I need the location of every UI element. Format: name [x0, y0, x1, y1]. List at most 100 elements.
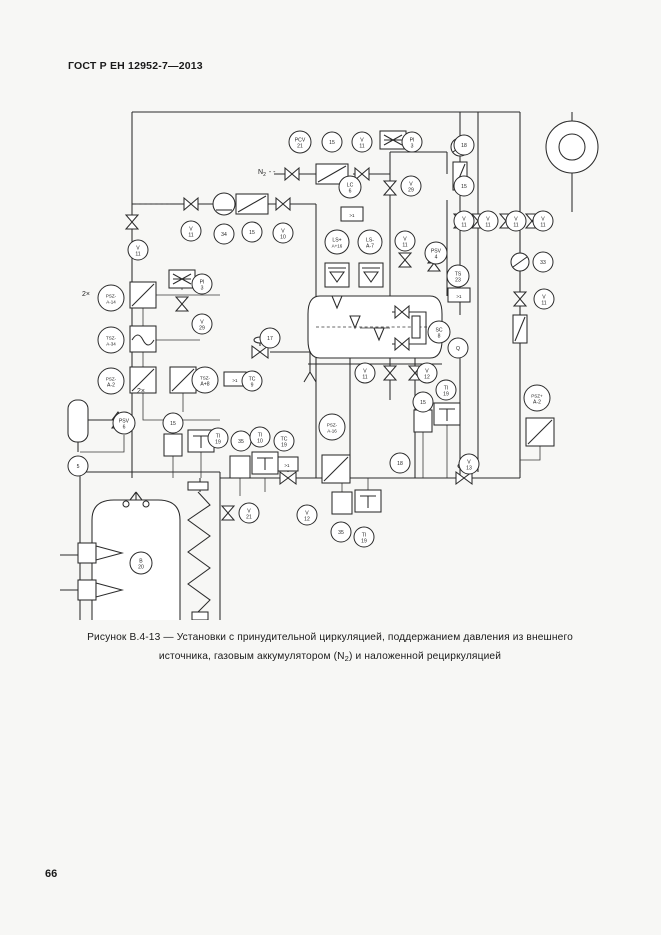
bubble-circle	[453, 134, 475, 156]
bubble-line-1: V	[189, 226, 193, 232]
bubble-circle	[330, 521, 352, 543]
bubble-line-1: TI	[258, 432, 263, 438]
bubble-line-1: SC	[435, 327, 442, 333]
bubble-circle	[238, 502, 260, 524]
valve-v11-d	[398, 252, 412, 268]
bubble-line-2: 10	[257, 438, 263, 444]
bubble-circle	[213, 223, 235, 245]
bubble-line-2: 19	[443, 391, 449, 397]
instrument-bubble-tag-18-a: 18	[453, 134, 475, 156]
bubble-circle	[458, 453, 480, 475]
bubble-circle	[505, 210, 527, 232]
bubble-line-2: A-34	[106, 341, 116, 346]
instrument-bubble-tag-5-vessel: 5	[67, 455, 89, 477]
bubble-line-1: PSV	[119, 418, 130, 424]
check-valve-33	[510, 252, 530, 272]
caption-line-1: Рисунок В.4-13 — Установки с принудитель…	[87, 632, 461, 643]
valve-v21	[221, 505, 235, 521]
bubble-circle	[354, 362, 376, 384]
bubble-circle	[416, 362, 438, 384]
bubble-circle	[296, 504, 318, 526]
instrument-bubble-v11-j: V11	[354, 362, 376, 384]
controller-psz-a2	[129, 366, 157, 394]
inline-label-n2-inlet: N2- -	[258, 169, 276, 178]
bubble-circle	[97, 326, 125, 354]
instrument-bubble-sc-8: SC8	[427, 320, 451, 344]
instrument-bubble-tsz-a8: TSZ-A+8	[191, 366, 219, 394]
caption-subscript: 2	[344, 654, 349, 663]
bubble-line-1: Q	[456, 346, 460, 352]
bubble-line-1: PI	[410, 137, 415, 143]
instrument-bubble-v11-c: V11	[127, 239, 149, 261]
bubble-line-1: 35	[238, 439, 244, 445]
bubble-line-2: 20	[138, 564, 144, 570]
bubble-circle	[241, 370, 263, 392]
bubble-line-2: 13	[466, 465, 472, 471]
inline-label-mult-2x-psv: 2×	[137, 388, 145, 395]
bubble-circle	[400, 175, 422, 197]
caption-line-2-pre: давления из внешнего источника, газовым …	[158, 632, 573, 662]
bubble-circle	[112, 411, 136, 435]
filter-right-b	[512, 314, 528, 344]
svg-text:>1: >1	[456, 294, 462, 299]
level-switch-box-7	[358, 262, 384, 288]
valve-v29-b	[175, 296, 189, 312]
bubble-line-1: 15	[170, 421, 176, 427]
bubble-line-1: PSZ-	[106, 293, 117, 298]
bubble-line-1: V	[409, 181, 413, 187]
instrument-bubble-v11-g: V11	[505, 210, 527, 232]
bubble-circle	[453, 210, 475, 232]
svg-text:>1: >1	[349, 213, 355, 218]
instrument-bubble-v11-b: V11	[180, 220, 202, 242]
bubble-line-1: V	[281, 228, 285, 234]
bubble-line-1: 15	[329, 140, 335, 146]
bubble-line-1: V	[467, 459, 471, 465]
instrument-bubble-lc-6: LC6	[338, 175, 362, 199]
instrument-bubble-ls-a16: LS+A+16	[324, 229, 350, 255]
instrument-bubble-v13: V13	[458, 453, 480, 475]
bubble-line-2: 11	[135, 251, 140, 257]
bubble-line-2: 11	[541, 300, 546, 306]
boiler-drum	[77, 491, 181, 620]
filter-hx-top	[235, 193, 269, 215]
page-number: 66	[45, 868, 58, 880]
bubble-line-1: PSV	[431, 248, 442, 254]
bubble-line-2: 10	[280, 234, 286, 240]
valve-v11-c	[125, 214, 139, 230]
bubble-line-1: V	[200, 319, 204, 325]
instrument-bubble-pi-3: PI3	[401, 131, 423, 153]
bubble-circle	[447, 337, 469, 359]
instrument-bubble-burner-tag: B20	[129, 551, 153, 575]
gas-accumulator	[545, 112, 599, 212]
controller-psz-a16	[321, 454, 351, 484]
valve-v10-a	[275, 197, 291, 211]
bubble-line-2: 3	[411, 143, 414, 149]
bubble-circle	[97, 367, 125, 395]
inline-label-mult-2x-left: 2×	[82, 291, 90, 298]
bubble-line-2: A+16	[332, 243, 343, 248]
bubble-line-2: 11	[461, 222, 466, 228]
bubble-line-1: 18	[461, 143, 467, 149]
bubble-line-2: A-7	[366, 243, 374, 249]
bubble-line-2: 11	[485, 222, 490, 228]
controller-psz-a2r	[525, 417, 555, 447]
pid-svg: >1 >1 >1 >1 PCV2115V11PI318LC6V2915V1134…	[60, 111, 599, 620]
expansion-vessel	[67, 399, 89, 452]
instrument-bubble-psz-a14: PSZ-A-14	[97, 284, 125, 312]
instrument-bubble-tag-35-b: 35	[330, 521, 352, 543]
bubble-circle	[338, 175, 362, 199]
bubble-line-1: TSZ-	[200, 375, 210, 380]
transmitter-c	[251, 451, 279, 475]
bubble-line-2: 9	[251, 382, 254, 388]
instrument-bubble-v12-a: V12	[416, 362, 438, 384]
pi-block-left	[168, 269, 196, 289]
instrument-bubble-v29-b: V29	[191, 313, 213, 335]
bubble-line-2: 29	[408, 187, 414, 193]
bubble-circle	[351, 131, 373, 153]
logic-block-21: >1	[340, 206, 364, 222]
